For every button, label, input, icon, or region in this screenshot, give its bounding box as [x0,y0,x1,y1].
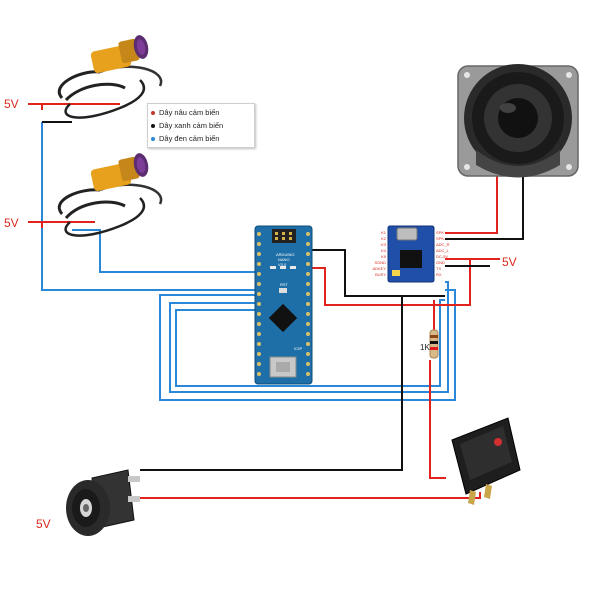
legend-dot-red [151,110,155,115]
blue-wire-d-pin-1 [159,289,456,401]
black-wires [42,121,524,471]
mp3-player-module [387,225,435,283]
mp3-pin-busy: BUSY [375,272,386,277]
arduino-reset-label: RST [280,282,289,287]
label-5v-top: 5V [4,97,19,111]
red-wire-power-loop [312,259,471,306]
mp3-pin-dc5v: DC-5V [436,254,448,259]
blue-wire-sensor1 [41,122,255,291]
arduino-title-line-3: V3.0 [278,262,287,267]
mp3-pin-sgnd: SGND [374,260,386,265]
legend-item-brown: Dây nâu cảm biến [151,106,251,119]
mp3-pin-spk-plus: SPK+ [436,230,447,235]
mp3-pin-adc-l: ADC_L [436,248,450,253]
speaker [457,64,579,178]
blue-wire-sensor2 [72,229,255,273]
mp3-right-pin-labels: SPK+ SPK- ADC_R ADC_L DC-5V GND TX RX [436,230,450,277]
blue-wire-d-pin-2 [169,281,449,393]
legend-label: Dây nâu cảm biến [159,108,220,117]
arduino-nano-board [254,225,313,385]
red-wire-jack [138,492,481,499]
ir-sensor-2 [57,153,163,237]
black-wire-speaker-minus [445,168,524,240]
mp3-pin-k2: K2 [381,236,387,241]
arduino-title-line-2: NANO [278,257,290,262]
legend-item-green: Dây xanh cảm biến [151,119,251,132]
blue-wire-d-pin-3 [175,299,445,387]
resistor-1k [429,329,439,359]
mp3-pin-adkey: ADKEY [372,266,386,271]
arduino-icsp-label: ICSP [294,347,303,351]
red-wires [28,103,500,499]
mp3-pin-k3: K3 [381,242,387,247]
legend-label: Dây xanh cảm biến [159,121,224,130]
mp3-pin-gnd: GND [436,260,445,265]
mp3-pin-tx: TX [436,266,441,271]
mp3-pin-spk-minus: SPK- [436,236,446,241]
mp3-left-pin-labels: K1 K2 K3 K4 K5 SGND ADKEY BUSY [372,230,386,277]
mp3-pin-adc-r: ADC_R [436,242,450,247]
mp3-pin-k5: K5 [381,254,387,259]
label-5v-right: 5V [502,255,517,269]
label-5v-mid: 5V [4,216,19,230]
ir-sensor-1 [57,35,163,119]
mp3-pin-k1: K1 [381,230,387,235]
black-wire-arduino-gnd [312,249,445,297]
blue-wires [41,122,456,401]
label-5v-bottom: 5V [36,517,51,531]
red-wire-speaker-plus [445,168,498,234]
red-wire-switch [429,360,446,479]
mp3-pin-rx: RX [436,272,442,277]
legend-dot-blue [151,136,155,141]
label-resistor: 1K [420,343,430,352]
arduino-title-line-1: ARDUINO [276,252,294,257]
legend-label: Dây đen cảm biến [159,134,220,143]
dc-power-jack [66,469,140,536]
wire-legend: Dây nâu cảm biến Dây xanh cảm biến Dây đ… [147,103,255,148]
black-wire-ground-down [140,296,403,471]
rocker-switch [451,417,521,505]
mp3-pin-k4: K4 [381,248,387,253]
legend-dot-black [151,123,155,128]
legend-item-black: Dây đen cảm biến [151,132,251,145]
